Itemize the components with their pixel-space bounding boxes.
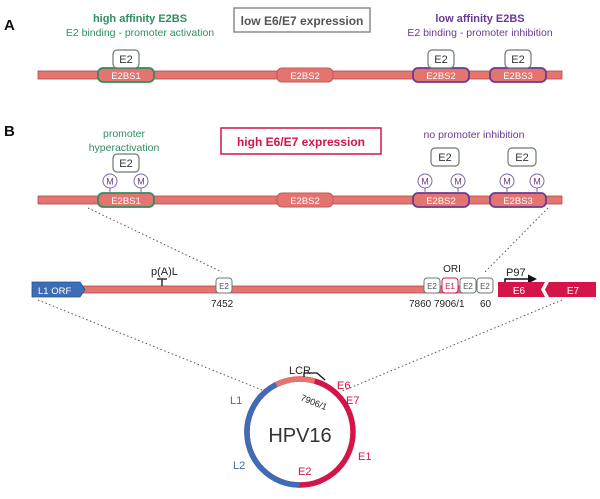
panel-b-e2-protein-2 (430, 147, 460, 167)
lcr-e2bs-7860 (423, 277, 441, 294)
panel-b-site-e2bs1 (97, 192, 155, 208)
panel-b-methyl-label: M (137, 177, 145, 187)
panel-a-title: low E6/E7 expression (241, 14, 364, 28)
lcr-e2bs-7452-label: E2 (219, 282, 229, 291)
panel-b-letter: B (4, 123, 15, 140)
genome-ring-lcr (274, 376, 316, 388)
panel-a-high-affinity-sub: E2 binding - promoter activation (66, 27, 214, 39)
panel-a-e2-protein-1 (112, 49, 140, 69)
genome-e6-label: E6 (337, 380, 350, 392)
e6-segment (498, 282, 545, 297)
zoom-line-lower-left (37, 299, 263, 391)
p97-arrow-head (528, 274, 537, 284)
genome-e1-label: E1 (358, 451, 371, 463)
genome-lcr-label: LCR (289, 365, 311, 377)
genome-ring-late (244, 382, 301, 488)
l1-orf-segment (31, 281, 86, 298)
panel-b-methyl-label: M (454, 177, 462, 187)
lcr-e1bs (441, 277, 459, 294)
lcr-e1bs-label: E1 (445, 282, 455, 291)
panel-b-e2-protein-1-label: E2 (119, 158, 132, 170)
panel-a-site-e2bs3-label: E2BS3 (503, 71, 533, 82)
panel-a-low-affinity-sub: E2 binding - promoter inhibition (407, 27, 552, 39)
panel-b-site-e2bs3 (489, 192, 547, 208)
panel-a-e2-protein-3-label: E2 (511, 54, 524, 66)
lcr-map: L1 ORF p(A)L E2 7452 ORI E2 E1 E2 E2 786… (31, 264, 596, 310)
panel-a-low-affinity-heading: low affinity E2BS (435, 13, 524, 25)
panel-b-left-label-2: hyperactivation (89, 142, 160, 154)
panel-a-site-e2bs2-center (276, 67, 334, 83)
genome-l1-label: L1 (230, 395, 242, 407)
panel-b-methyl-label: M (106, 177, 114, 187)
panel-a: A high affinity E2BS E2 binding - promot… (4, 7, 563, 83)
panel-a-e2-protein-1-label: E2 (119, 54, 132, 66)
panel-b-methyl-label: M (503, 177, 511, 187)
panel-a-site-e2bs1-label: E2BS1 (111, 71, 141, 82)
lcr-e2bs-7860-label: E2 (427, 282, 437, 291)
panel-b-methyl-label: M (421, 177, 429, 187)
lcr-bar (79, 285, 465, 294)
pos-7452: 7452 (211, 299, 234, 310)
panel-b-site-e2bs2 (412, 192, 470, 208)
panel-b-methyl-mark (417, 173, 433, 189)
panel-b-title: high E6/E7 expression (237, 135, 365, 149)
genome-p97-marker (303, 372, 326, 381)
panel-a-site-e2bs2-center-label: E2BS2 (290, 71, 320, 82)
panel-a-site-e2bs2-label: E2BS2 (426, 71, 456, 82)
l1-orf-label: L1 ORF (38, 286, 71, 297)
panel-b-site-e2bs1-label: E2BS1 (111, 196, 141, 207)
lcr-e2bs-7452 (215, 277, 233, 294)
p97-label: P97 (506, 267, 526, 279)
panel-b-methyl-mark (133, 173, 149, 189)
panel-b-left-label-1: promoter (103, 128, 146, 140)
panel-a-e2-protein-2 (427, 49, 455, 69)
lcr-e2bs-b-label: E2 (480, 282, 490, 291)
panel-a-title-box (233, 7, 371, 33)
pos-60: 60 (480, 299, 492, 310)
zoom-line-right (484, 207, 549, 273)
panel-b: B promoter hyperactivation high E6/E7 ex… (4, 123, 563, 208)
lcr-e2bs-a-label: E2 (463, 282, 473, 291)
panel-a-high-affinity-heading: high affinity E2BS (93, 13, 187, 25)
panel-b-e2-protein-1 (112, 153, 140, 173)
hpv16-genome-circle: HPV16 LCR 7906/1 L1 L2 E6 E7 E1 E2 (230, 365, 371, 488)
panel-a-letter: A (4, 17, 15, 34)
panel-a-e2-protein-2-label: E2 (434, 54, 447, 66)
zoom-line-lower-right (339, 299, 563, 393)
genome-name: HPV16 (268, 425, 331, 447)
panel-b-right-label: no promoter inhibition (424, 129, 525, 141)
panel-b-site-e2bs3-label: E2BS3 (503, 196, 533, 207)
genome-e2-label: E2 (298, 466, 311, 478)
lcr-e2bs-b (476, 277, 494, 294)
genome-e7-label: E7 (346, 395, 359, 407)
panel-b-site-e2bs2-center-label: E2BS2 (290, 196, 320, 207)
panel-b-title-box (220, 127, 382, 155)
panel-b-methyl-mark (499, 173, 515, 189)
panel-b-e2-protein-3-label: E2 (515, 152, 528, 164)
panel-b-site-e2bs2-center (276, 192, 334, 208)
panel-b-methyl-label: M (533, 177, 541, 187)
panel-b-e2-protein-2-label: E2 (438, 152, 451, 164)
polya-label: p(A)L (151, 266, 178, 278)
panel-b-site-e2bs2-label: E2BS2 (426, 196, 456, 207)
e7-segment (545, 282, 596, 297)
panel-b-methyl-mark (102, 173, 118, 189)
lcr-e2bs-a (459, 277, 477, 294)
ori-label: ORI (443, 264, 461, 275)
e7-label: E7 (567, 286, 580, 297)
panel-a-e2-protein-3 (504, 49, 532, 69)
panel-b-methyl-mark (529, 173, 545, 189)
e6-label: E6 (513, 286, 526, 297)
genome-l2-label: L2 (233, 460, 245, 472)
panel-b-e2-protein-3 (507, 147, 537, 167)
panel-b-methyl-mark (450, 173, 466, 189)
pos-7906-1: 7906/1 (434, 299, 465, 310)
zoom-line-left (87, 207, 223, 273)
pos-7860: 7860 (409, 299, 432, 310)
